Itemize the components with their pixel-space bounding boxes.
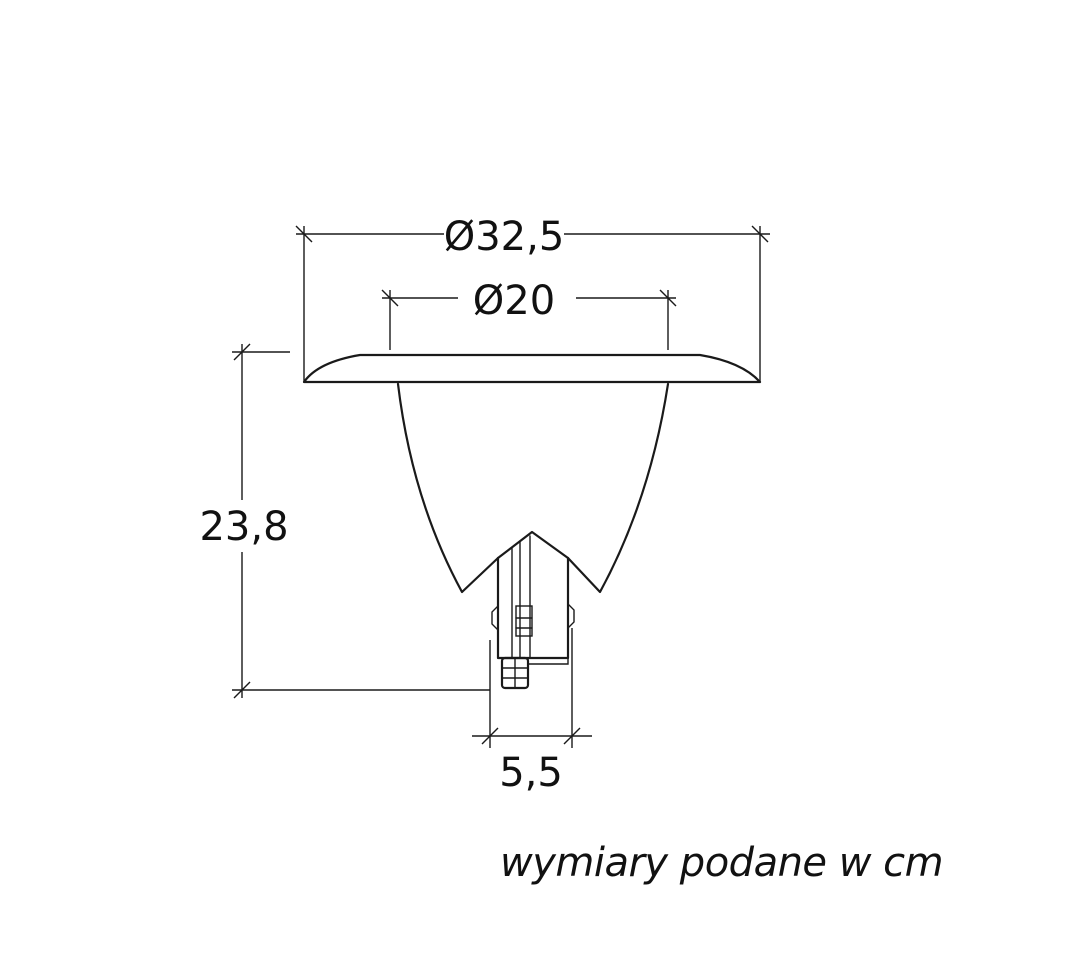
dimension-outer-diameter: Ø32,5 bbox=[295, 214, 770, 382]
right-clip bbox=[567, 603, 575, 629]
gear-housing bbox=[496, 556, 570, 660]
left-clip bbox=[491, 605, 499, 631]
lamp-outline bbox=[302, 353, 762, 690]
terminal-block bbox=[515, 605, 533, 637]
housing-foot bbox=[527, 657, 569, 665]
dimension-bottom-width: 5,5 bbox=[472, 628, 592, 796]
bottom-width-label: 5,5 bbox=[499, 750, 563, 796]
units-note: wymiary podane w cm bbox=[500, 840, 944, 886]
outer-diameter-label: Ø32,5 bbox=[444, 214, 565, 260]
dimension-inner-diameter: Ø20 bbox=[381, 278, 677, 350]
dimension-height: 23,8 bbox=[199, 343, 490, 699]
conical-body bbox=[396, 382, 670, 594]
rim-flange bbox=[302, 353, 762, 384]
inner-diameter-label: Ø20 bbox=[473, 278, 555, 324]
height-label: 23,8 bbox=[199, 504, 288, 550]
